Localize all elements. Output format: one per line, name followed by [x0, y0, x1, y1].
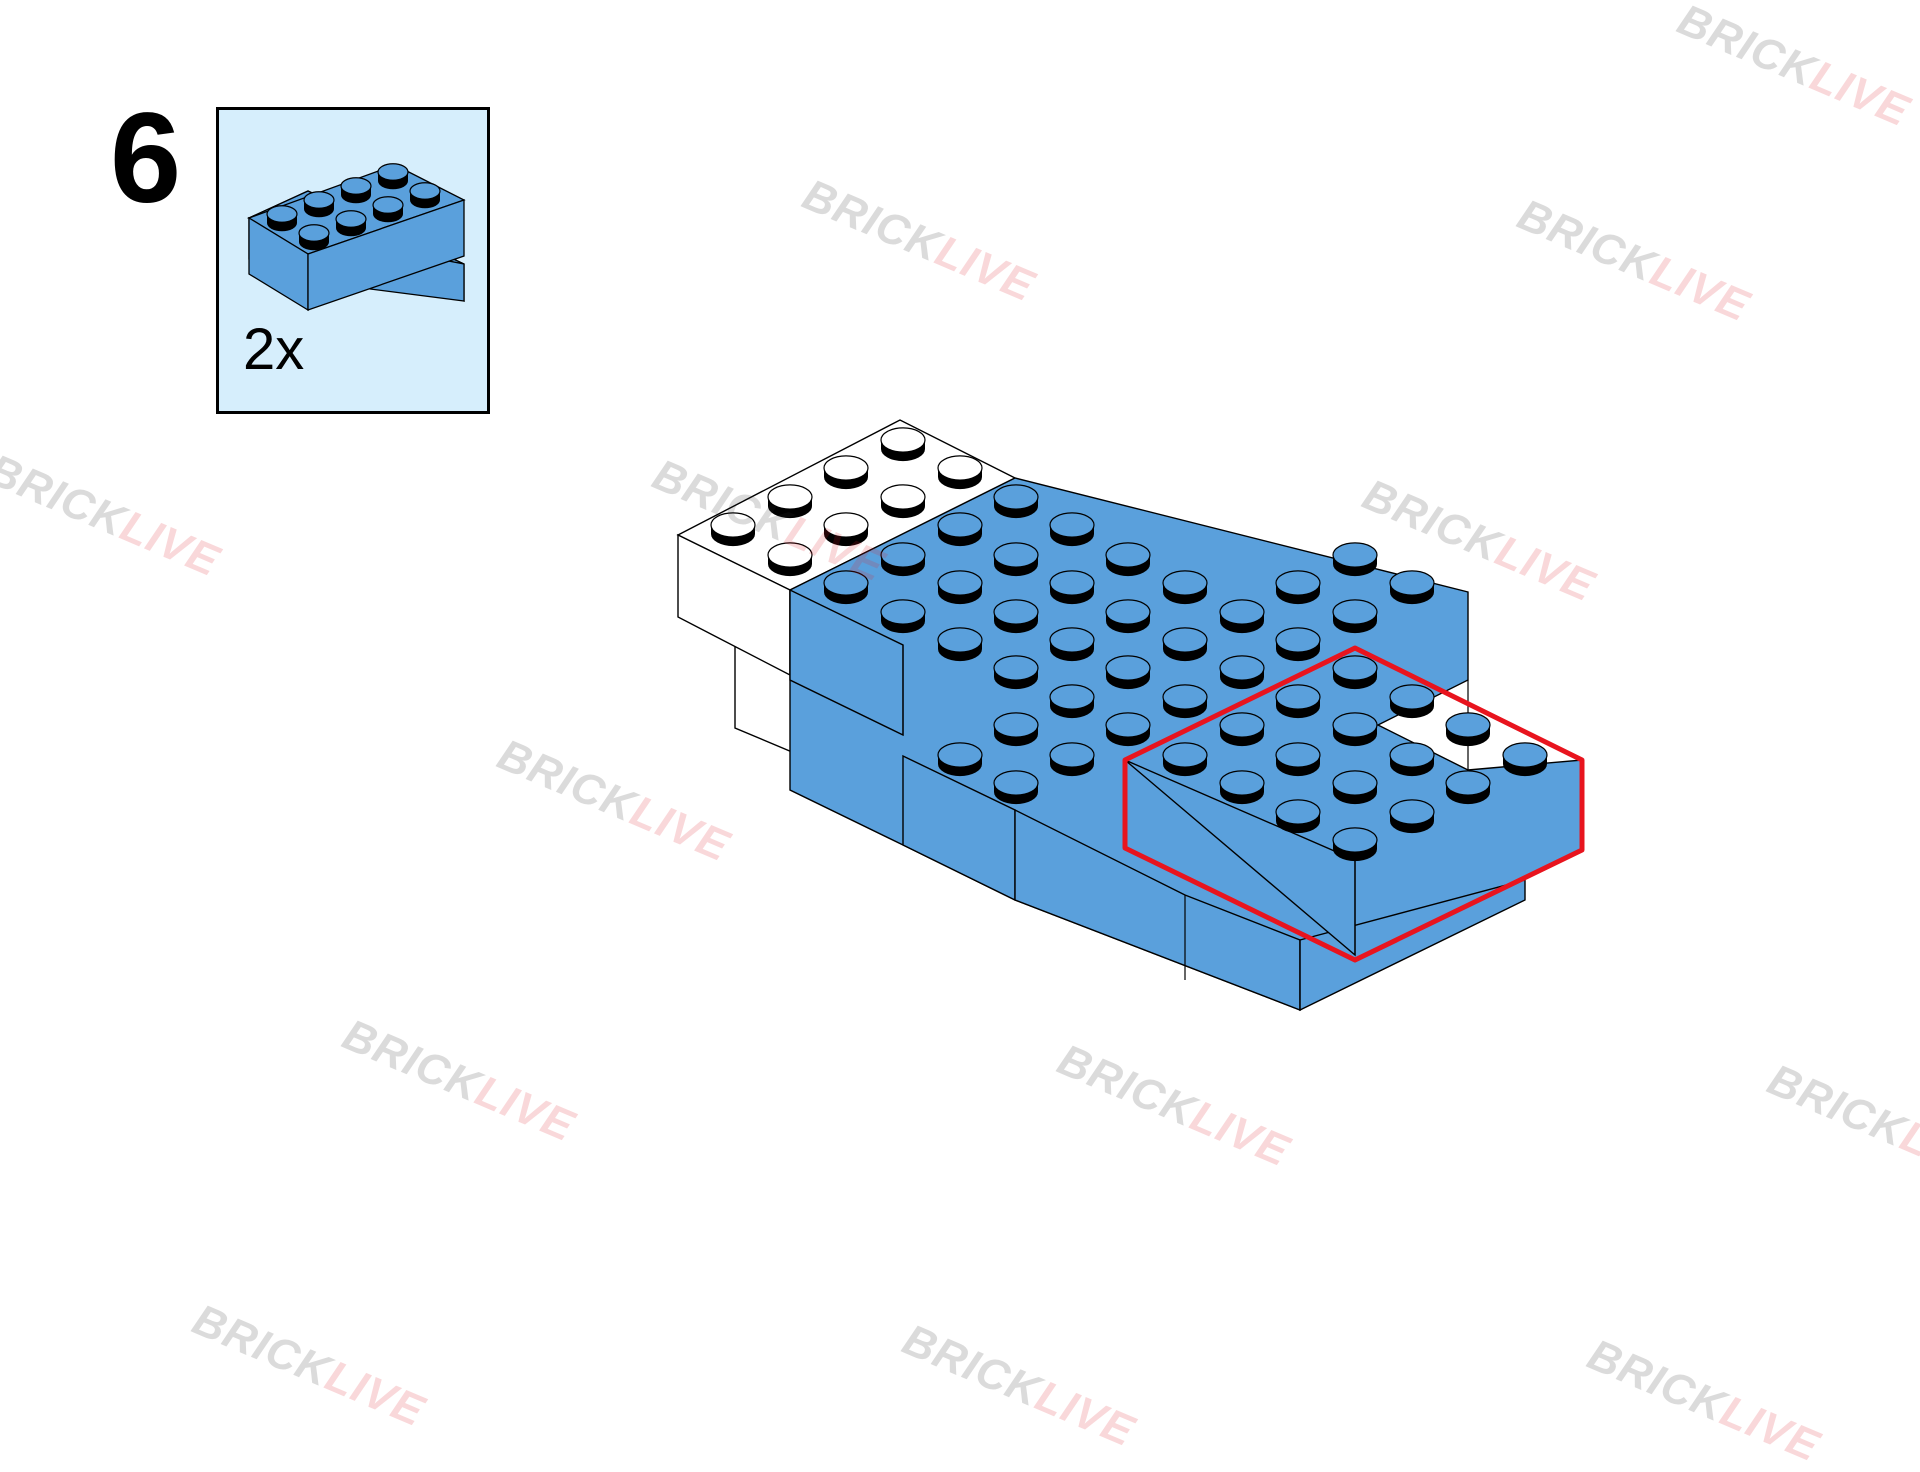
stud [377, 163, 409, 190]
stud [409, 182, 441, 209]
stud [1332, 770, 1378, 805]
stud [1105, 655, 1151, 690]
stud [937, 512, 983, 547]
stud [1162, 684, 1208, 719]
stud [767, 484, 813, 519]
stud [1502, 742, 1548, 777]
stud [1275, 570, 1321, 605]
stud [1275, 742, 1321, 777]
stud [372, 196, 404, 223]
watermark-live: LIVE [1713, 1386, 1827, 1472]
stud [1332, 712, 1378, 747]
stud [1162, 627, 1208, 662]
stud [1219, 770, 1265, 805]
stud [1219, 599, 1265, 634]
stud [1389, 684, 1435, 719]
stud [1332, 655, 1378, 690]
stud [937, 570, 983, 605]
watermark-live: LIVE [1028, 1371, 1142, 1457]
stud [1389, 570, 1435, 605]
stud [1049, 684, 1095, 719]
stud [937, 455, 983, 490]
new-brick-highlight [1122, 645, 1585, 963]
stud [1445, 712, 1491, 747]
stud [993, 712, 1039, 747]
stud [1049, 570, 1095, 605]
stud [1049, 742, 1095, 777]
stud [1219, 712, 1265, 747]
stud [993, 655, 1039, 690]
stud [298, 224, 330, 251]
stud [880, 599, 926, 634]
stud [823, 455, 869, 490]
stud [1332, 599, 1378, 634]
stud [1275, 684, 1321, 719]
stud [1049, 512, 1095, 547]
stud [937, 627, 983, 662]
assembly-diagram [676, 419, 1585, 1012]
stud [937, 742, 983, 777]
stud [335, 210, 367, 237]
stud [880, 427, 926, 462]
stud [1332, 542, 1378, 577]
stud [993, 770, 1039, 805]
brick-side-front [307, 199, 465, 311]
stud [1219, 655, 1265, 690]
stud [1389, 742, 1435, 777]
watermark-live: LIVE [318, 1351, 432, 1437]
stud [1105, 542, 1151, 577]
stud [993, 484, 1039, 519]
stud [1162, 742, 1208, 777]
stud [993, 599, 1039, 634]
stud [1162, 570, 1208, 605]
stud [993, 542, 1039, 577]
stud [303, 191, 335, 218]
step-number: 6 [110, 87, 182, 230]
stud [1105, 599, 1151, 634]
brick-2x4-icon [247, 163, 466, 312]
stud [266, 205, 298, 232]
stud [1275, 799, 1321, 834]
stud [1332, 827, 1378, 862]
stud [1389, 799, 1435, 834]
stud [880, 542, 926, 577]
stud [1445, 770, 1491, 805]
stud [710, 512, 756, 547]
stud [1049, 627, 1095, 662]
stud [1275, 627, 1321, 662]
stud [340, 177, 372, 204]
part-quantity: 2x [243, 317, 305, 382]
stud [767, 542, 813, 577]
stud [880, 484, 926, 519]
stud [1105, 712, 1151, 747]
stud [823, 570, 869, 605]
parts-list-box: 2x [216, 107, 490, 414]
stud [823, 512, 869, 547]
